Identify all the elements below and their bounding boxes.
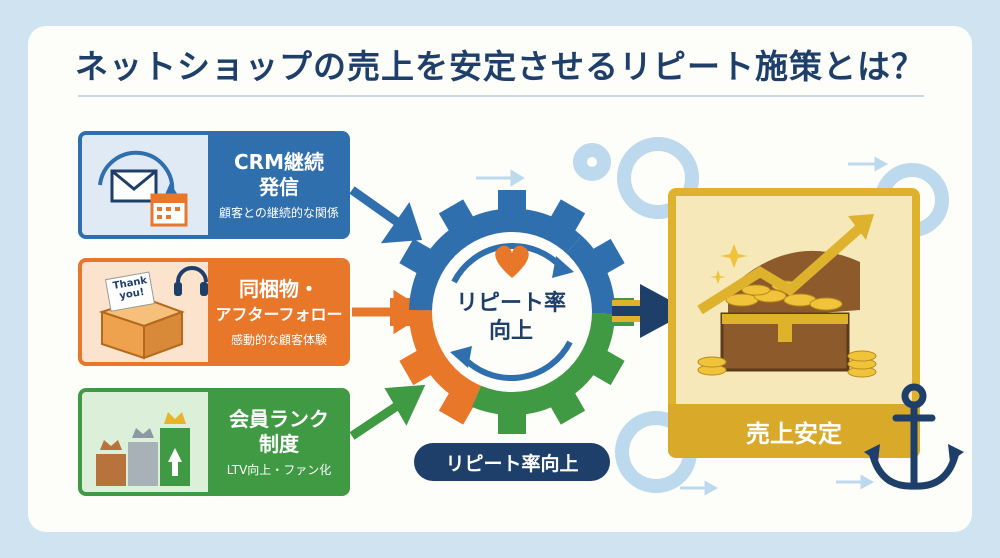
repeat-rate-badge: リピート率向上: [414, 443, 610, 481]
deco-arrow-head: [860, 474, 875, 490]
crm-icon-box: [82, 135, 208, 235]
main-gear: [390, 190, 634, 434]
deco-arrow-head: [510, 169, 525, 187]
membership-icon-box: [82, 392, 208, 492]
arrow-crm-to-gear: [349, 186, 403, 228]
arrow-gear-to-result: [612, 284, 690, 338]
page-title: ネットショップの売上を安定させるリピート施策とは？: [75, 47, 925, 86]
membership-heading-1: 会員ランク: [229, 406, 329, 431]
aftercare-heading-1: 同梱物・: [239, 276, 319, 301]
deco-arrow-head: [704, 480, 719, 496]
rank-podium-icon: [96, 412, 190, 486]
arrow-membership-to-gear: [349, 400, 403, 440]
gear-icon: [617, 137, 699, 219]
membership-panel: 会員ランク 制度 LTV向上・ファン化: [78, 388, 350, 496]
aftercare-subtext: 感動的な顧客体験: [230, 332, 327, 347]
aftercare-text: 同梱物・ アフターフォロー 感動的な顧客体験: [212, 262, 346, 362]
thank-you-box-icon: [98, 266, 208, 360]
membership-heading-2: 制度: [259, 431, 299, 456]
gear-icon: [573, 143, 611, 181]
membership-subtext: LTV向上・ファン化: [226, 462, 332, 477]
deco-arrow-head: [874, 156, 889, 172]
crm-subtext: 顧客との継続的な関係: [219, 205, 339, 220]
membership-text: 会員ランク 制度 LTV向上・ファン化: [212, 392, 346, 492]
aftercare-icon-box: Thank you!: [82, 262, 208, 362]
title-divider: [78, 95, 924, 97]
aftercare-panel: Thank you! 同梱物・ アフターフォロー 感動的な顧客体験: [78, 258, 350, 366]
crm-heading-2: 発信: [259, 174, 299, 199]
crm-panel: CRM継続 発信 顧客との継続的な関係: [78, 131, 350, 239]
gear-label: リピート率 向上: [455, 291, 566, 344]
heart-icon: [495, 245, 529, 278]
aftercare-heading-2: アフターフォロー: [215, 304, 343, 324]
crm-text: CRM継続 発信 顧客との継続的な関係: [212, 135, 346, 235]
mail-calendar-icon: [98, 150, 188, 227]
crm-heading-1: CRM継続: [234, 149, 324, 174]
